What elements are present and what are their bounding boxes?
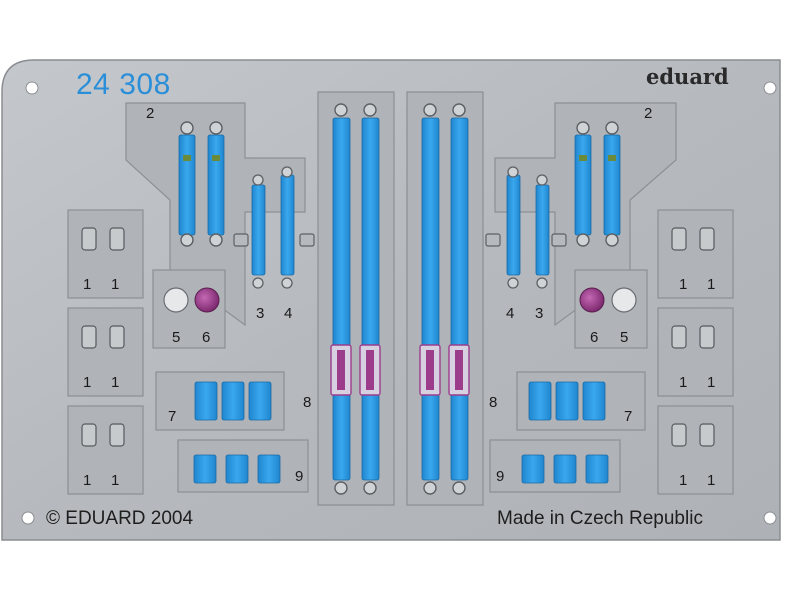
part-label-1-right-top-a: 1 [679,276,688,293]
part-label-3-left: 3 [256,305,265,322]
part-label-4-right: 4 [506,305,515,322]
brand-logo-text: eduard [646,64,729,89]
part-label-9-left: 9 [295,468,304,485]
parts-8-long-straps [330,103,470,495]
parts-7-blocks [194,381,606,421]
part-label-1-left-mid-a: 1 [83,374,92,391]
part-label-7-right: 7 [624,408,633,425]
frame-part-1-right-bottom [657,405,734,495]
frame-part-1-left-top [67,209,144,299]
part-label-5-left: 5 [172,329,181,346]
parts-3-4-straps [233,166,567,289]
mounting-hole-top-left [25,81,39,95]
part-label-1-right-mid-a: 1 [679,374,688,391]
part-label-1-left-top-b: 1 [111,276,120,293]
frame-center-right [406,91,484,506]
parts-5-6-round-buckles [163,287,637,313]
part-label-1-left-top-a: 1 [83,276,92,293]
mounting-hole-bottom-right [763,511,777,525]
frame-part-1-left-bottom [67,405,144,495]
part-label-1-left-bottom-a: 1 [83,472,92,489]
parts-1-buckles [81,227,715,447]
part-label-6-right: 6 [590,329,599,346]
part-label-1-right-top-b: 1 [707,276,716,293]
part-label-9-right: 9 [496,468,505,485]
part-label-2-right: 2 [644,105,653,122]
part-label-1-right-mid-b: 1 [707,374,716,391]
part-label-7-left: 7 [168,408,177,425]
frame-part-1-right-mid [657,307,734,397]
frame-part-1-right-top [657,209,734,299]
part-label-1-right-bottom-b: 1 [707,472,716,489]
part-label-4-left: 4 [284,305,293,322]
frame-part-1-left-mid [67,307,144,397]
frame-center-left [317,91,395,506]
part-label-1-left-mid-b: 1 [111,374,120,391]
part-label-5-right: 5 [620,329,629,346]
part-label-1-left-bottom-b: 1 [111,472,120,489]
parts-9-blocks [193,454,609,484]
origin-text: Made in Czech Republic [497,508,703,529]
product-number: 24 308 [76,68,171,101]
part-label-6-left: 6 [202,329,211,346]
mounting-hole-top-right [763,81,777,95]
parts-2-straps [178,121,621,247]
part-label-8-left: 8 [303,394,312,411]
part-label-8-right: 8 [489,394,498,411]
copyright-text: © EDUARD 2004 [46,508,194,529]
part-label-3-right: 3 [535,305,544,322]
mounting-hole-bottom-left [21,511,35,525]
part-label-2-left: 2 [146,105,155,122]
part-label-1-right-bottom-a: 1 [679,472,688,489]
